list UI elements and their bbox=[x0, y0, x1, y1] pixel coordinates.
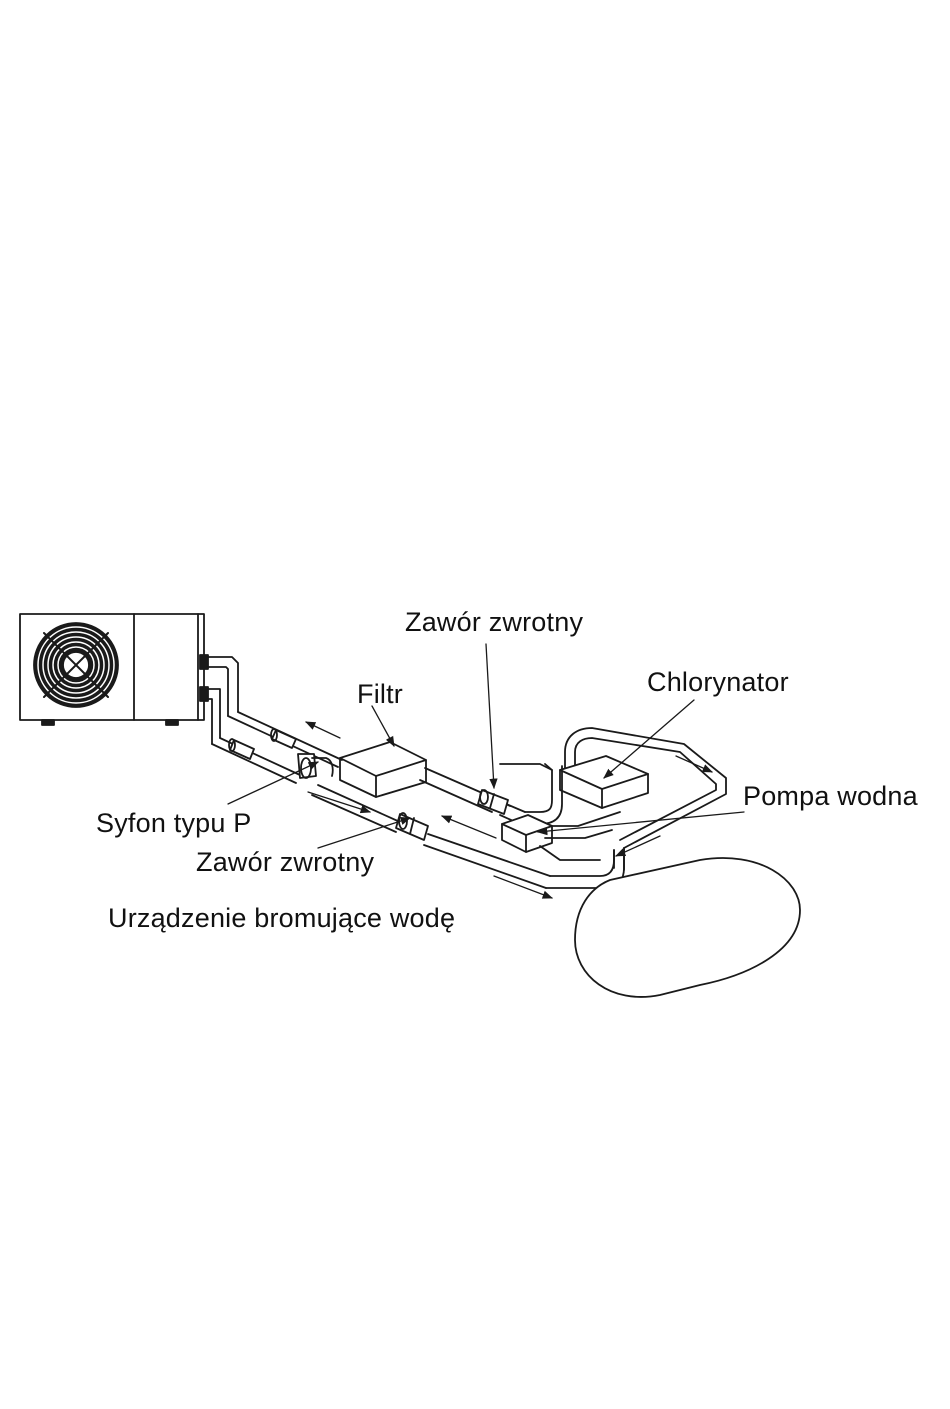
label-water-pump: Pompa wodna bbox=[743, 783, 918, 810]
coupling-lower-left bbox=[229, 739, 254, 759]
fan-grille-icon bbox=[34, 623, 118, 707]
label-p-trap: Syfon typu P bbox=[96, 810, 252, 837]
pool-outline bbox=[575, 848, 800, 997]
check-valve-bottom-fitting bbox=[396, 813, 428, 840]
chlorinator-box bbox=[560, 756, 648, 808]
label-check-valve-bottom: Zawór zwrotny bbox=[196, 849, 374, 876]
coupling-upper-left bbox=[271, 729, 296, 748]
chlorinator-loop bbox=[565, 728, 726, 848]
label-filter: Filtr bbox=[357, 681, 403, 708]
heat-pump-connectors bbox=[200, 655, 238, 744]
label-check-valve-top: Zawór zwrotny bbox=[405, 609, 583, 636]
check-valve-top-fitting bbox=[478, 790, 508, 814]
filter-box bbox=[340, 742, 426, 797]
water-pump-box bbox=[502, 815, 552, 852]
label-chlorinator: Chlorynator bbox=[647, 669, 789, 696]
label-brominator: Urządzenie bromujące wodę bbox=[108, 905, 455, 932]
p-trap-fitting bbox=[298, 754, 333, 778]
